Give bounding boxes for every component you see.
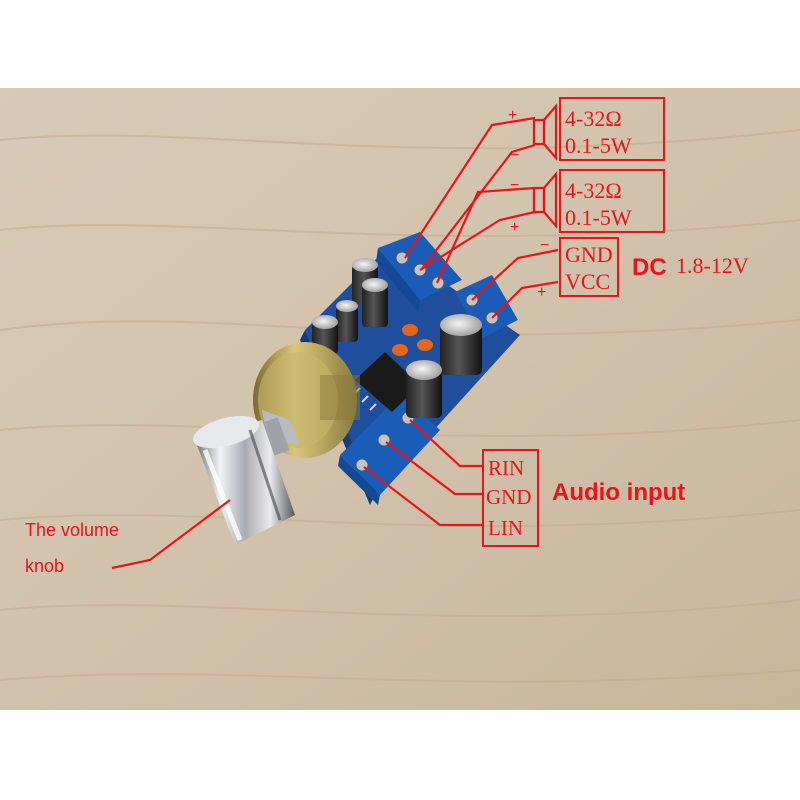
speaker-2-spec-box (559, 169, 665, 233)
audio-lin-label: LIN (488, 516, 523, 540)
audio-rin-label: RIN (488, 456, 524, 480)
speaker-1-impedance: 4-32Ω (565, 106, 622, 131)
speaker-1-plus-sign: + (508, 107, 517, 124)
potentiometer (253, 342, 360, 458)
power-plus-sign: + (537, 284, 546, 301)
audio-input-label-box (482, 449, 539, 547)
audio-gnd-label: GND (486, 485, 532, 509)
power-vcc-label: VCC (565, 269, 610, 294)
dc-voltage-range: 1.8-12V (676, 253, 749, 278)
annotation-lines (111, 116, 559, 570)
power-minus-sign: − (540, 237, 549, 254)
volume-knob (192, 415, 295, 545)
dc-prefix: DC (632, 254, 667, 281)
volume-knob-caption-line1: The volume (25, 520, 119, 540)
speaker-1-icon (532, 103, 558, 161)
audio-input-caption: Audio input (552, 479, 685, 506)
speaker-2-impedance: 4-32Ω (565, 178, 622, 203)
speaker-1-spec-box (559, 97, 665, 161)
power-label-box (559, 237, 619, 297)
speaker-2-power: 0.1-5W (565, 205, 632, 230)
electrolytic-capacitors (312, 258, 482, 418)
power-gnd-label: GND (565, 242, 613, 267)
ceramic-capacitors (392, 324, 433, 356)
speaker-1-minus-sign: − (510, 147, 519, 164)
volume-knob-caption-line2: knob (25, 556, 64, 576)
speaker-2-icon (532, 171, 558, 229)
speaker-2-minus-sign: − (510, 177, 519, 194)
speaker-1-power: 0.1-5W (565, 133, 632, 158)
speaker-2-plus-sign: + (510, 219, 519, 236)
